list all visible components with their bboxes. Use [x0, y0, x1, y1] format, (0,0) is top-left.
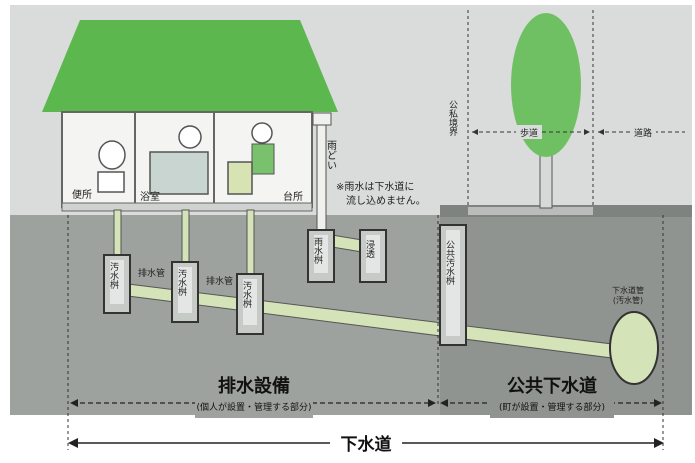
sewage-basin-3-inner	[243, 279, 257, 325]
toilet-label: 便所	[72, 188, 92, 201]
drain-pipe-label-1: 排水管	[138, 267, 165, 279]
public-section-subtitle: (町が設置・管理する部分)	[499, 401, 605, 413]
overall-arrow-right	[654, 438, 664, 448]
rain-basin-label: 雨水桝	[312, 237, 323, 265]
sewage-basin-2-label: 汚水桝	[176, 268, 187, 297]
rain-note-line2: 流し込めません。	[346, 194, 426, 207]
sewer-main-label-2: (汚水管)	[613, 295, 643, 305]
gutter	[312, 112, 332, 126]
overall-arrow-left	[68, 438, 78, 448]
road-label: 道路	[634, 127, 652, 139]
drainage-section-title: 排水設備	[218, 375, 290, 397]
house-roof	[42, 20, 338, 112]
public-section-title: 公共下水道	[507, 375, 597, 397]
drain-pipe-label-2: 排水管	[206, 275, 233, 287]
public-basin-label: 公共汚水桝	[444, 240, 455, 286]
toilet-drop-pipe	[113, 209, 122, 259]
sidewalk-arrow-right	[584, 129, 590, 135]
downspout-label: 雨どい	[325, 140, 337, 170]
rain-basin-inner	[314, 235, 328, 273]
public-label-bg	[490, 370, 614, 418]
public-arrow-left	[440, 399, 448, 407]
public-arrow-right	[654, 399, 662, 407]
bath-drop-pipe	[181, 209, 190, 266]
sewer-main-pipe	[609, 311, 659, 385]
sink-icon	[227, 161, 253, 195]
toilet-person-icon	[98, 140, 126, 170]
sidewalk-arrow-left	[472, 129, 478, 135]
sewage-basin-1-label: 汚水桝	[108, 261, 119, 290]
road-label-bg	[630, 125, 656, 139]
infiltration-basin-label: 浸透	[364, 240, 375, 259]
apron-icon	[251, 143, 275, 175]
drainage-arrow-right	[428, 399, 436, 407]
sidewalk-surface	[468, 207, 593, 215]
drainage-arrow-left	[70, 399, 78, 407]
sidewalk-label: 歩道	[520, 127, 538, 139]
drainage-label-bg	[195, 370, 313, 418]
road-arrow-left	[598, 129, 604, 135]
sidewalk-label-bg	[516, 125, 542, 139]
sewage-basin-2-inner	[178, 267, 192, 313]
drainage-section-subtitle: (個人が設置・管理する部分)	[196, 401, 311, 413]
bathtub-icon	[149, 151, 209, 195]
bathing-person-icon	[178, 125, 202, 149]
cooking-person-icon	[251, 122, 273, 144]
tree-icon	[511, 13, 581, 157]
rain-note-line1: ※雨水は下水道に	[336, 180, 414, 193]
public-basin-inner	[446, 230, 460, 336]
sewer-main-label-1: 下水道管	[612, 285, 644, 295]
sewage-basin-1-inner	[110, 260, 124, 304]
infiltration-basin-inner	[366, 235, 380, 273]
overall-label-bg	[330, 432, 402, 454]
sewage-basin-3-label: 汚水桝	[241, 280, 252, 309]
kitchen-label: 台所	[283, 190, 303, 203]
toilet-icon	[97, 171, 125, 193]
tree-trunk	[539, 149, 553, 209]
kitchen-drop-pipe	[246, 209, 255, 279]
bathroom-label: 浴室	[140, 190, 160, 203]
boundary-label: 公私境界	[447, 100, 458, 137]
overall-section-title: 下水道	[341, 434, 392, 455]
